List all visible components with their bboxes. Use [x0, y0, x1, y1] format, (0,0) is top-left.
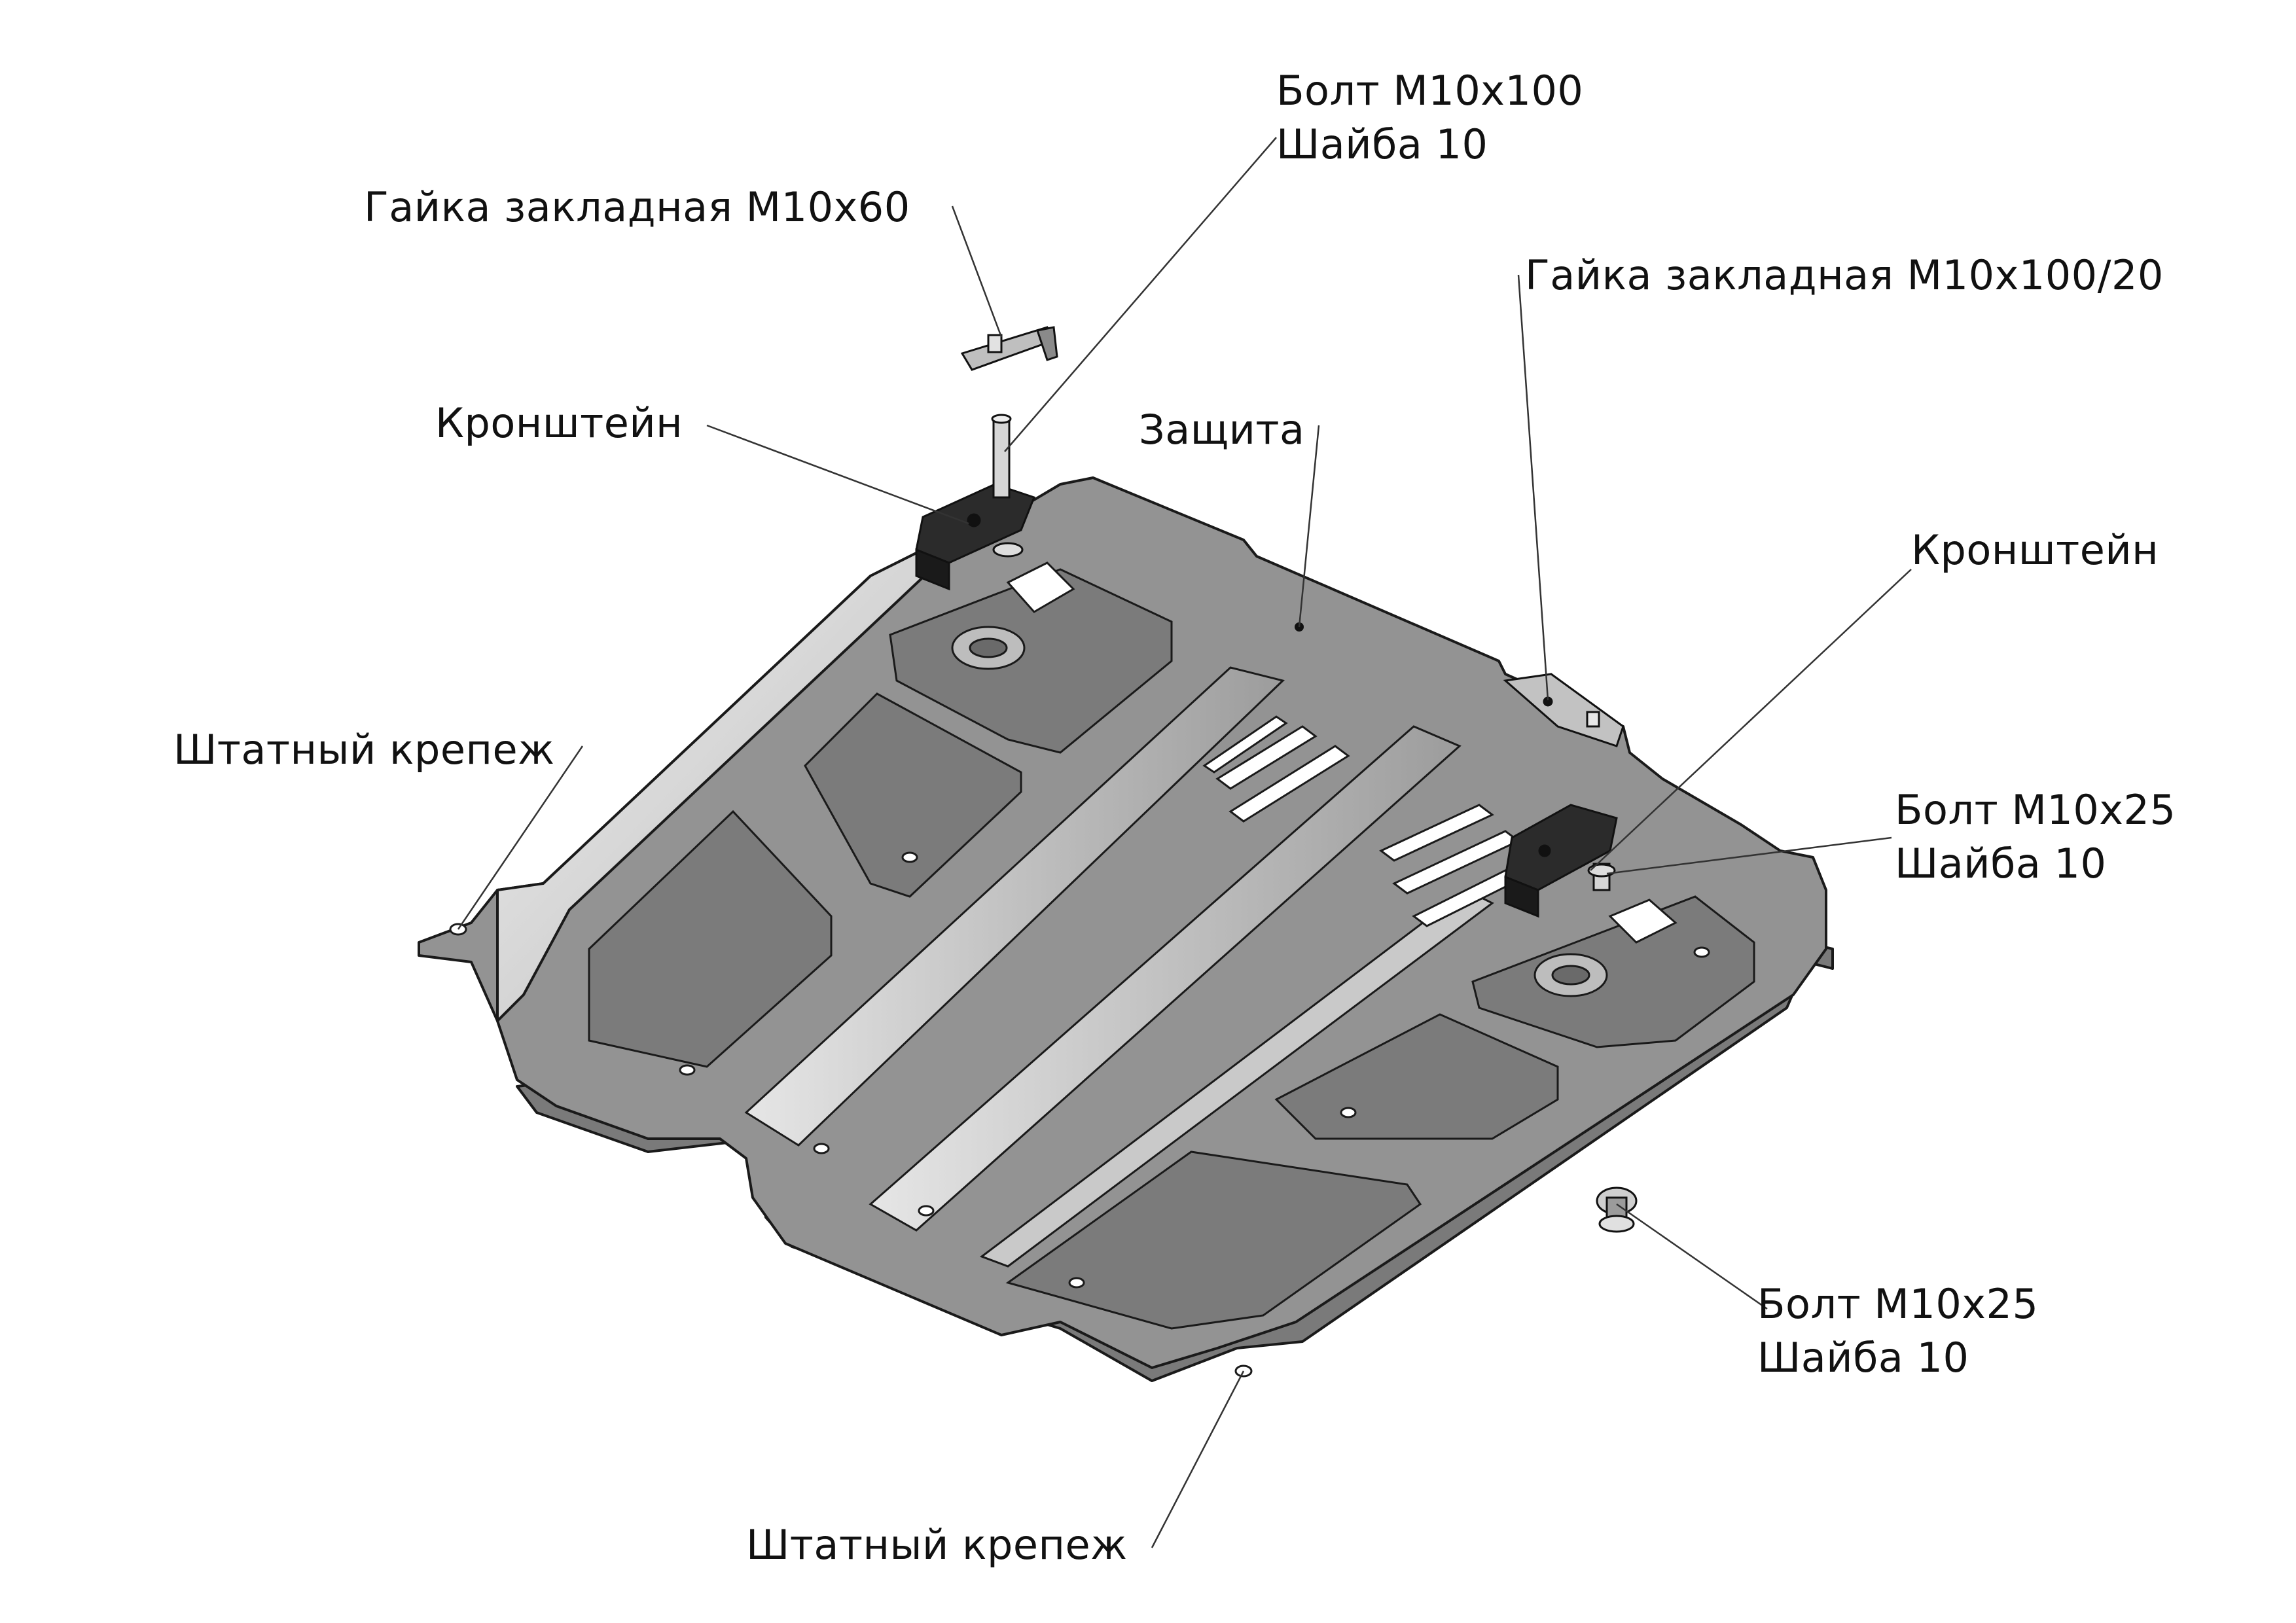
leader-standard-left [457, 745, 584, 930]
leader-nut-m10x100-20 [1517, 274, 1549, 701]
leader-bolt-top [1004, 137, 1277, 452]
loose-bolt [1596, 1186, 1638, 1233]
label-standard-fastener-bottom: Штатный крепеж [746, 1521, 1128, 1569]
bracket-left [915, 414, 1035, 591]
leader-nut-m10x60 [951, 205, 1003, 338]
label-bolt-m10x100-line2: Шайба 10 [1276, 120, 1488, 168]
leader-lines [457, 137, 1912, 1548]
label-bracket-right: Кронштейн [1911, 526, 2159, 574]
leader-bracket-left [706, 424, 969, 525]
label-bolt-m10x25-loose: Болт М10х25 Шайба 10 [1757, 1277, 2038, 1385]
label-bolt-m10x100-line1: Болт М10х100 [1276, 67, 1584, 115]
label-standard-fastener-left: Штатный крепеж [173, 726, 555, 774]
leader-bracket-right [1590, 569, 1912, 871]
center-ridges [744, 666, 1494, 1268]
mount-openings [951, 562, 1677, 997]
label-bolt-m10x100: Болт М10х100 Шайба 10 [1276, 64, 1583, 171]
label-bolt-m10x25-loose-line1: Болт М10х25 [1757, 1280, 2039, 1328]
label-bolt-m10x25-loose-line2: Шайба 10 [1757, 1334, 1969, 1382]
bracket-right [1504, 804, 1618, 918]
label-guard: Защита [1139, 406, 1305, 454]
recessed-pockets [588, 568, 1755, 1330]
label-bolt-m10x25-right-line1: Болт М10х25 [1895, 786, 2176, 834]
label-nut-m10x100-20: Гайка закладная М10х100/20 [1525, 251, 2164, 299]
nut-plate-m10x60 [960, 326, 1058, 371]
leader-guard [1298, 425, 1320, 628]
label-bolt-m10x25-right: Болт М10х25 Шайба 10 [1895, 783, 2176, 891]
label-nut-m10x60: Гайка закладная М10х60 [364, 183, 910, 231]
label-bracket-left: Кронштейн [435, 399, 683, 447]
leader-bolt-right [1606, 836, 1892, 875]
label-bolt-m10x25-right-line2: Шайба 10 [1895, 840, 2107, 887]
nut-plate-m10x100-20 [1503, 673, 1624, 747]
leader-bolt-loose [1616, 1203, 1768, 1310]
leader-standard-bottom [1151, 1370, 1245, 1548]
vent-slots [1202, 715, 1540, 927]
